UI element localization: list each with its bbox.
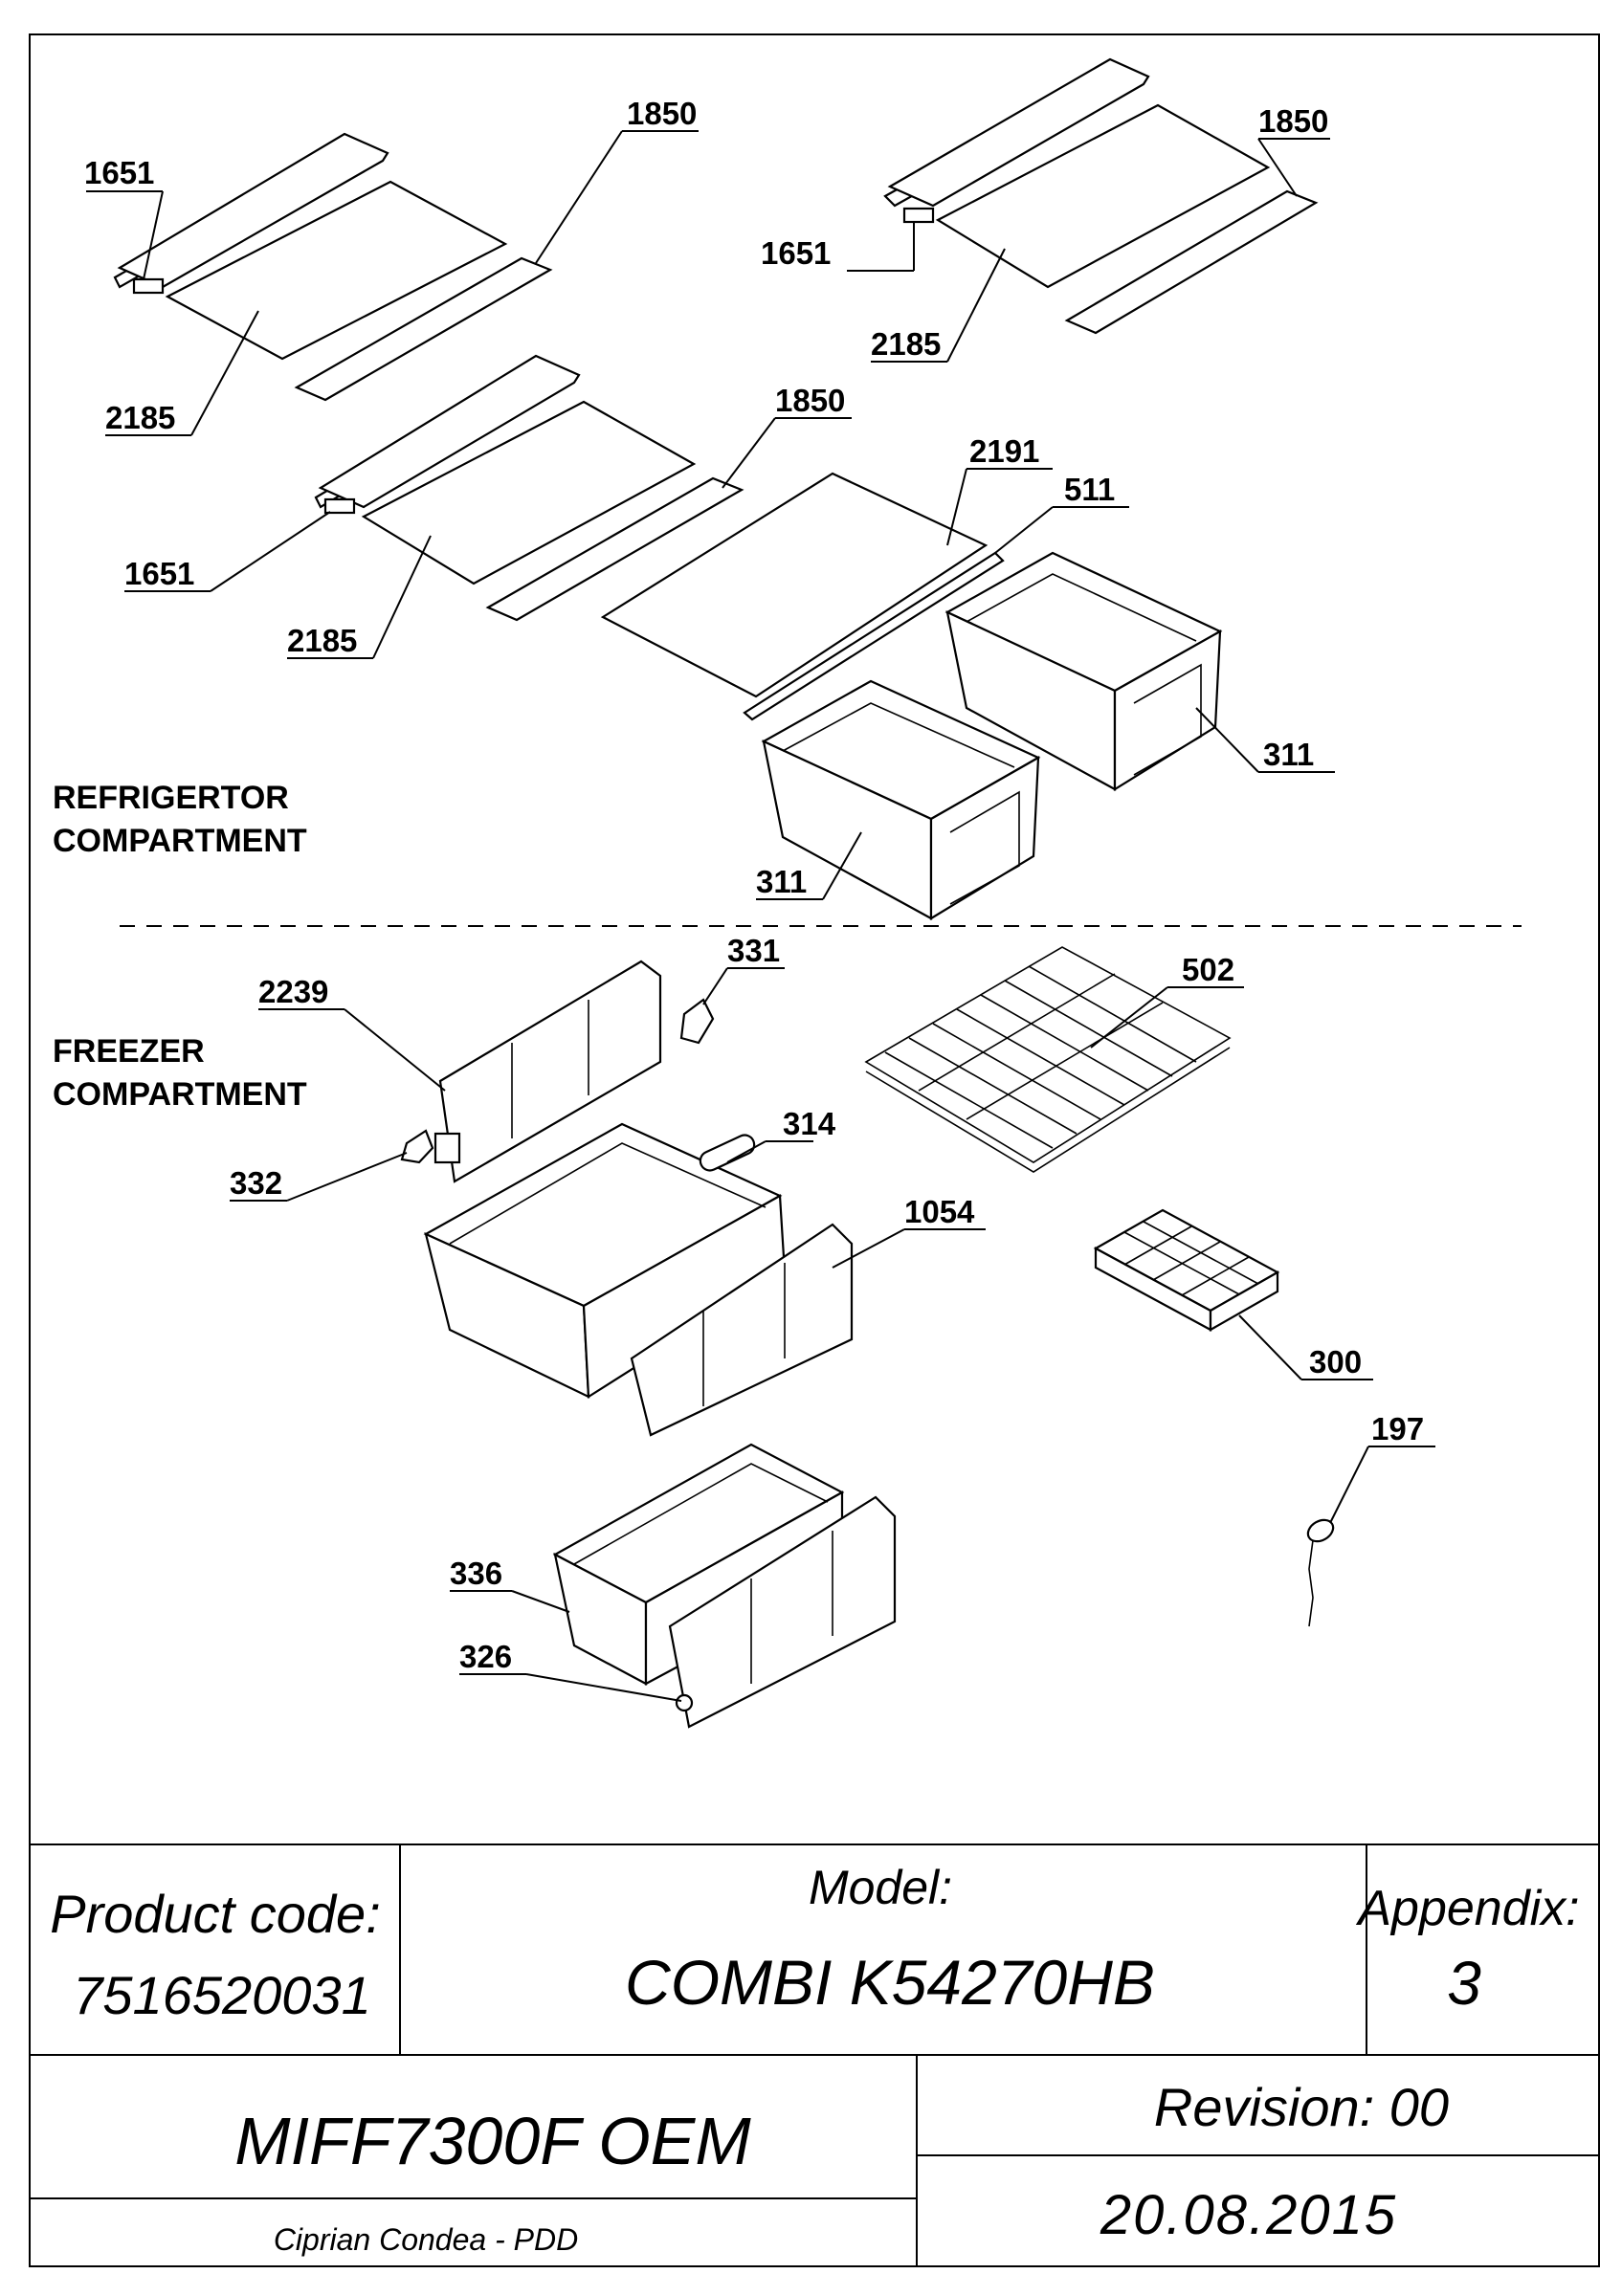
- glass-shelf-top-right: [883, 57, 1319, 335]
- hinge-332: [400, 1129, 434, 1164]
- crisper-cover-glass: [600, 472, 1005, 721]
- part-label-511: 511: [1064, 472, 1115, 507]
- freezer-flap: [433, 960, 662, 1183]
- part-label-311-a: 311: [756, 864, 807, 899]
- model-label: Model:: [809, 1861, 952, 1914]
- part-label-1850-a: 1850: [627, 96, 697, 131]
- appendix-value: 3: [1447, 1949, 1481, 2018]
- product-code-value: 7516520031: [73, 1965, 370, 2025]
- wire-shelf: [864, 946, 1232, 1173]
- part-label-2185-b: 2185: [871, 326, 941, 362]
- product-code-label: Product code:: [50, 1884, 381, 1944]
- title-block: [29, 1843, 1600, 2267]
- appendix-label: Appendix:: [1355, 1881, 1579, 1936]
- glass-shelf-top-left: [113, 132, 553, 402]
- part-label-2185-c: 2185: [287, 623, 357, 658]
- part-label-2191: 2191: [969, 433, 1039, 469]
- part-label-2185-a: 2185: [105, 400, 175, 435]
- author: Ciprian Condea - PDD: [274, 2222, 578, 2257]
- part-label-1651-a: 1651: [84, 155, 154, 190]
- ice-tray: [1093, 1208, 1280, 1332]
- part-label-1651-b: 1651: [761, 235, 831, 271]
- part-label-332: 332: [230, 1165, 282, 1201]
- part-label-300: 300: [1309, 1344, 1362, 1380]
- glass-shelf-middle: [314, 354, 744, 622]
- refrigerator-section-line1: REFRIGERTOR: [53, 780, 289, 816]
- part-label-502: 502: [1182, 952, 1234, 987]
- part-label-326: 326: [459, 1639, 512, 1674]
- revision: Revision: 00: [1154, 2077, 1449, 2137]
- crisper-drawer-right: [944, 551, 1223, 791]
- freezer-section-line1: FREEZER: [53, 1033, 205, 1070]
- part-label-197: 197: [1371, 1411, 1424, 1446]
- part-label-1850-b: 1850: [1258, 103, 1328, 139]
- part-label-1651-c: 1651: [124, 556, 194, 591]
- date: 20.08.2015: [1100, 2184, 1397, 2246]
- crisper-drawer-left: [761, 679, 1041, 920]
- part-label-1850-c: 1850: [775, 383, 845, 418]
- drawing-frame: [29, 33, 1600, 2267]
- part-label-2239: 2239: [258, 974, 328, 1009]
- refrigerator-section-line2: COMPARTMENT: [53, 823, 307, 859]
- part-label-1054: 1054: [904, 1194, 975, 1229]
- freezer-section-line2: COMPARTMENT: [53, 1076, 307, 1113]
- freezer-drawer-upper: [423, 1122, 854, 1437]
- part-label-331: 331: [727, 933, 780, 968]
- oem-model: MIFF7300F OEM: [234, 2104, 751, 2178]
- part-label-336: 336: [450, 1556, 502, 1591]
- model-value: COMBI K54270HB: [625, 1947, 1155, 2018]
- ice-scoop: [1306, 1518, 1335, 1627]
- part-label-311-b: 311: [1263, 737, 1314, 772]
- hinge-331: [679, 998, 715, 1045]
- freezer-drawer-lower: [552, 1443, 897, 1729]
- part-label-314: 314: [783, 1106, 836, 1141]
